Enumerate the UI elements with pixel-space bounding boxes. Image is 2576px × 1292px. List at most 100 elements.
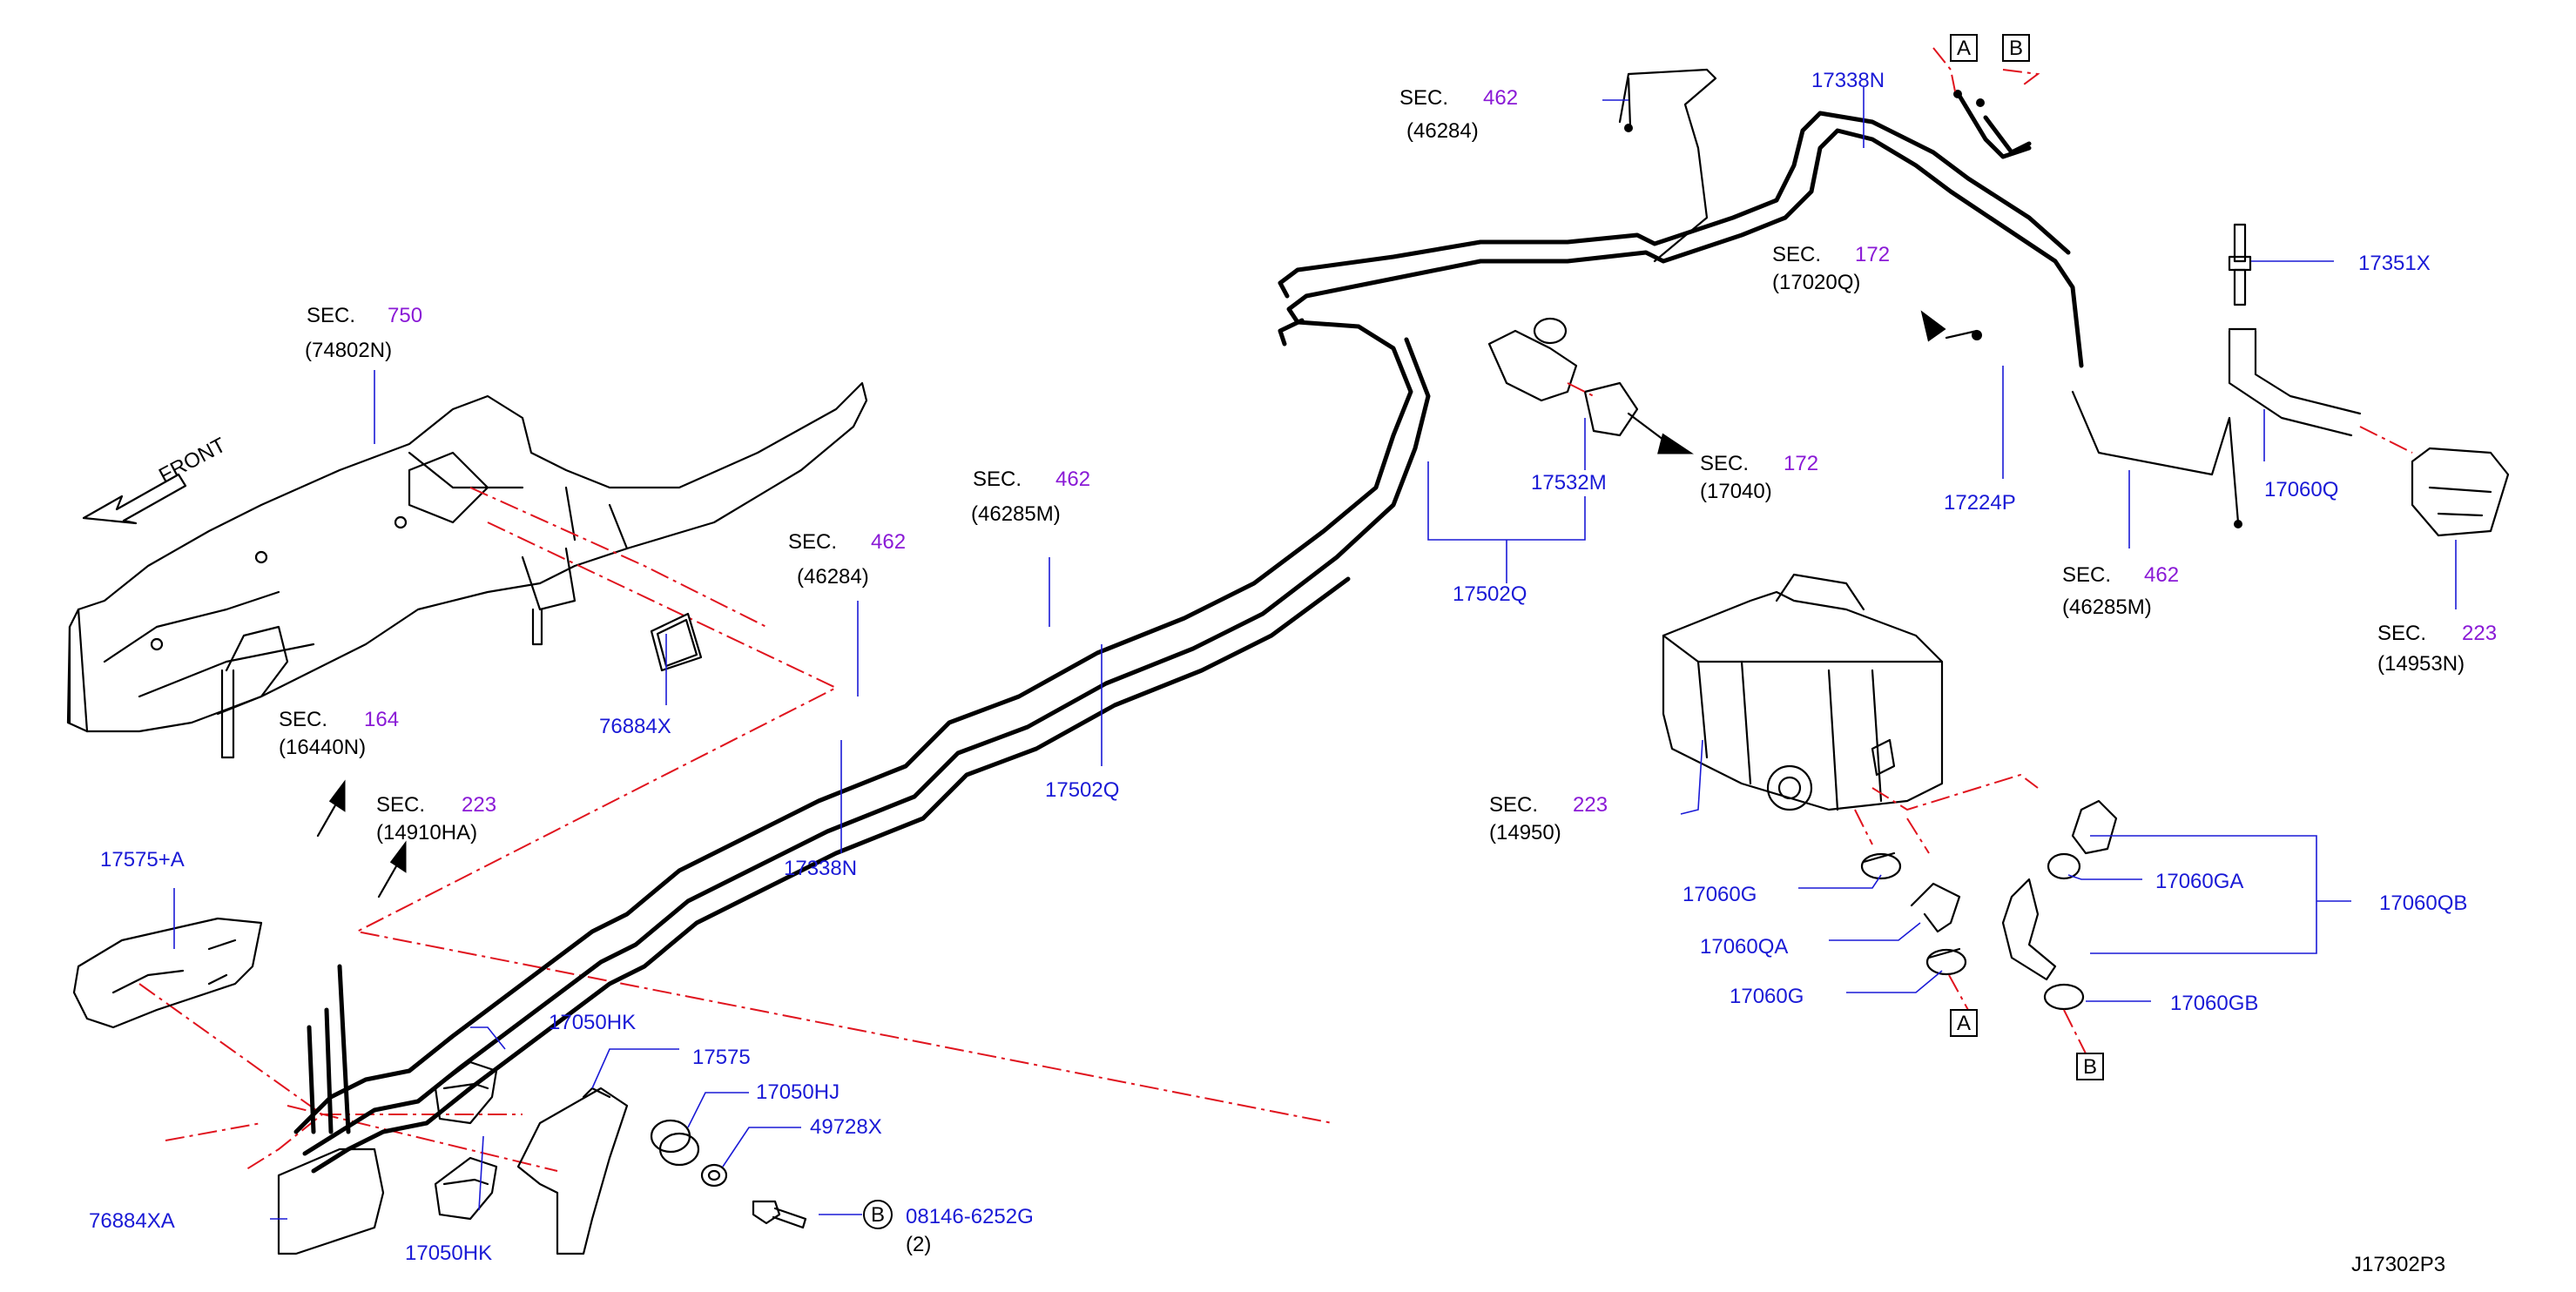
bracket-17575 [516, 1087, 629, 1255]
svg-text:223: 223 [2462, 622, 2497, 645]
label-17338n-lower: 17338N [784, 857, 857, 880]
svg-text:B: B [871, 1203, 885, 1227]
section-ref-164: SEC. 164 (16440N) [279, 708, 399, 759]
main-tube-bundle [293, 111, 2084, 1174]
svg-text:462: 462 [1483, 86, 1518, 110]
leader-lines [173, 87, 2457, 1220]
front-label: FRONT [155, 433, 230, 488]
bushing-17050hj [650, 1119, 700, 1167]
front-direction-arrow: FRONT [82, 433, 230, 525]
svg-text:B: B [2009, 37, 2023, 60]
dash-a [1948, 974, 1969, 1011]
seal-76884x [650, 612, 703, 672]
svg-text:164: 164 [364, 708, 399, 731]
washer-49728x [700, 1163, 728, 1188]
label-08146-qty: (2) [906, 1233, 931, 1256]
section-ref-462-46285m-right: SEC. 462 (46285M) [2062, 563, 2179, 619]
svg-text:B: B [2083, 1055, 2097, 1079]
svg-text:(46285M): (46285M) [971, 502, 1061, 526]
section-ref-172-17020q: SEC. 172 (17020Q) [1772, 243, 1890, 294]
label-17060g-b: 17060G [1730, 985, 1804, 1008]
bolt-08146 [752, 1200, 807, 1229]
clamp-17060g-a [1860, 851, 1902, 880]
svg-text:A: A [1957, 37, 1971, 60]
label-17575: 17575 [692, 1046, 751, 1069]
clip-17050hk-bottom [434, 1156, 498, 1221]
svg-text:SEC.: SEC. [1700, 452, 1749, 475]
label-17060gb: 17060GB [2170, 992, 2258, 1015]
rod-46284-top [1618, 68, 1717, 263]
fitting-17351x [2228, 223, 2252, 306]
vehicle-frame [66, 381, 868, 759]
svg-text:SEC.: SEC. [1489, 793, 1538, 817]
svg-text:(17020Q): (17020Q) [1772, 271, 1860, 294]
hose-17060qa [1910, 882, 1961, 933]
svg-text:462: 462 [1055, 468, 1090, 491]
section-ref-172-17040: SEC. 172 (17040) [1700, 452, 1818, 503]
bracket-17575a [72, 917, 263, 1029]
svg-text:172: 172 [1855, 243, 1890, 266]
clip-17050hk-top [434, 1060, 498, 1125]
callout-box-a-bottom: A [1950, 1009, 1978, 1037]
label-17050hj: 17050HJ [756, 1080, 840, 1104]
label-17502q-lower: 17502Q [1045, 778, 1119, 802]
svg-text:SEC.: SEC. [376, 793, 425, 817]
label-17338n-top: 17338N [1811, 69, 1885, 92]
label-17575a: 17575+A [100, 848, 185, 871]
diagram-code: J17302P3 [2351, 1253, 2445, 1276]
svg-text:SEC.: SEC. [307, 304, 355, 327]
label-17060q: 17060Q [2264, 478, 2338, 501]
svg-text:(17040): (17040) [1700, 480, 1772, 503]
section-ref-462-46285m-mid: SEC. 462 (46285M) [971, 468, 1090, 526]
label-49728x: 49728X [810, 1115, 882, 1139]
svg-text:223: 223 [1573, 793, 1608, 817]
label-17060ga: 17060GA [2155, 870, 2243, 893]
callout-box-b-bottom: B [2076, 1053, 2104, 1080]
label-17050hk-bottom: 17050HK [405, 1242, 492, 1265]
filter-14953n [2411, 447, 2510, 537]
section-ref-223-14953n: SEC. 223 (14953N) [2377, 622, 2497, 676]
svg-text:SEC.: SEC. [788, 530, 837, 554]
svg-text:750: 750 [388, 304, 422, 327]
svg-text:(16440N): (16440N) [279, 736, 366, 759]
label-17060qb: 17060QB [2379, 892, 2467, 915]
svg-text:SEC.: SEC. [1399, 86, 1448, 110]
label-17050hk-top: 17050HK [549, 1011, 636, 1034]
label-08146-6252g: 08146-6252G [906, 1205, 1034, 1228]
clamp-17060g-b [1925, 947, 1967, 976]
clamp-17060ga [2047, 852, 2081, 880]
bolt-marker-b: B [863, 1200, 893, 1229]
svg-text:172: 172 [1784, 452, 1818, 475]
section-ref-750: SEC. 750 (74802N) [305, 304, 422, 362]
section-ref-462-46284-mid: SEC. 462 (46284) [788, 530, 906, 589]
label-17351x: 17351X [2358, 252, 2431, 275]
svg-text:SEC.: SEC. [2062, 563, 2111, 587]
svg-text:462: 462 [871, 530, 906, 554]
svg-text:462: 462 [2144, 563, 2179, 587]
label-17224p: 17224P [1944, 491, 2016, 515]
label-17502q-mid: 17502Q [1453, 582, 1527, 606]
svg-text:(46285M): (46285M) [2062, 596, 2152, 619]
section-ref-223-14910ha: SEC. 223 (14910HA) [376, 793, 496, 845]
hose-17060qb [2001, 799, 2118, 981]
svg-text:SEC.: SEC. [2377, 622, 2426, 645]
svg-text:A: A [1957, 1012, 1971, 1035]
hose-17060q [2228, 327, 2413, 454]
svg-text:SEC.: SEC. [1772, 243, 1821, 266]
svg-text:(14910HA): (14910HA) [376, 821, 477, 845]
seal-76884xa [277, 1147, 385, 1255]
label-76884xa: 76884XA [89, 1209, 175, 1233]
clamp-17060gb [2043, 983, 2085, 1011]
section-ref-462-46284-top: SEC. 462 (46284) [1399, 86, 1518, 143]
line-17224p [1920, 310, 1982, 342]
rod-46285m-right [2071, 390, 2242, 528]
svg-text:(74802N): (74802N) [305, 339, 392, 362]
svg-text:(14953N): (14953N) [2377, 652, 2465, 676]
arrow-sec-164 [316, 779, 346, 838]
svg-text:SEC.: SEC. [973, 468, 1022, 491]
label-76884x: 76884X [599, 715, 671, 738]
label-17060qa: 17060QA [1700, 935, 1788, 959]
svg-text:223: 223 [462, 793, 496, 817]
dash-b [2063, 1009, 2087, 1054]
